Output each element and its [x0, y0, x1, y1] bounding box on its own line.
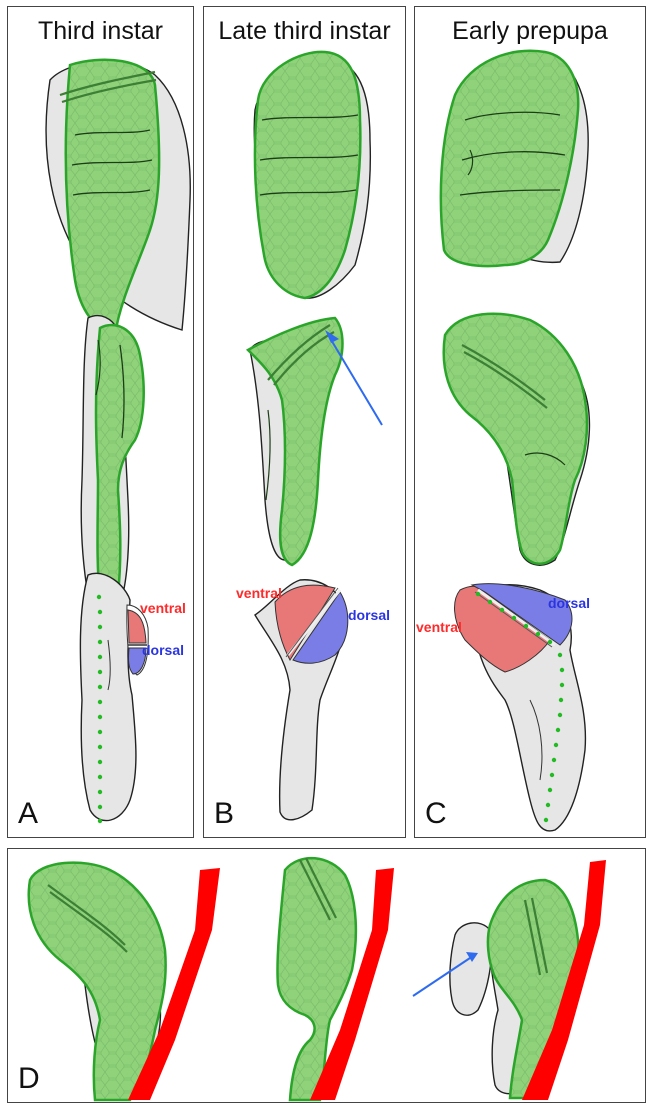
panel-b-arrow-shaft: [330, 338, 382, 425]
panel-c-label-dorsal: dorsal: [548, 595, 590, 611]
panel-a-disc-bottom: [80, 573, 148, 820]
panel-a-disc-middle: [81, 316, 143, 611]
panel-c-label-ventral: ventral: [416, 619, 462, 635]
panel-c-disc-top: [441, 51, 588, 266]
panel-b-disc-bottom: [255, 580, 348, 820]
panel-b-disc-middle: [248, 318, 343, 565]
panel-a-label-dorsal: dorsal: [142, 642, 184, 658]
panel-b-label-dorsal: dorsal: [348, 607, 390, 623]
panel-b-disc-top: [254, 52, 370, 298]
panel-a-label-ventral: ventral: [140, 600, 186, 616]
panel-c-disc-bottom: [455, 584, 586, 831]
panel-b-label-ventral: ventral: [236, 585, 282, 601]
panel-a-disc-top: [46, 60, 190, 335]
panel-c-disc-middle: [444, 314, 590, 565]
